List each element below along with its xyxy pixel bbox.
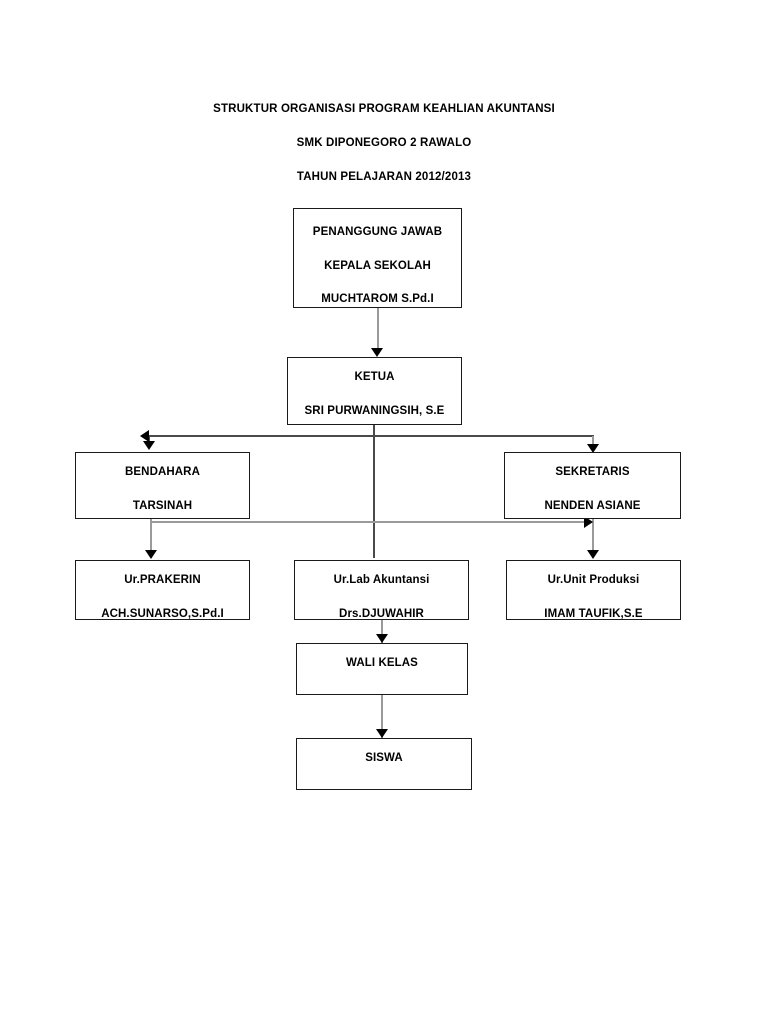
connector-ketua-to-urlab: [373, 435, 375, 558]
node-siswa-role: SISWA: [365, 752, 403, 764]
school-name: SMK DIPONEGORO 2 RAWALO: [296, 137, 472, 149]
node-penanggung-jawab-name: MUCHTAROM S.Pd.I: [321, 293, 434, 305]
connector-penanggungjawab-ketua: [377, 308, 379, 352]
node-bendahara-name: TARSINAH: [132, 499, 193, 512]
academic-year: TAHUN PELAJARAN 2012/2013: [296, 171, 472, 183]
node-ur-prakerin[interactable]: Ur.PRAKERIN ACH.SUNARSO,S.Pd.I: [75, 560, 250, 620]
node-ur-unit-produksi-role: Ur.Unit Produksi: [547, 574, 640, 586]
node-ur-prakerin-role: Ur.PRAKERIN: [124, 574, 201, 586]
node-ur-lab-akuntansi-role: Ur.Lab Akuntansi: [333, 574, 430, 586]
page-title: STRUKTUR ORGANISASI PROGRAM KEAHLIAN AKU…: [213, 103, 555, 115]
arrowhead-into-siswa: [376, 729, 388, 738]
node-ketua-role: KETUA: [354, 371, 395, 383]
node-sekretaris[interactable]: SEKRETARIS NENDEN ASIANE: [504, 452, 681, 519]
arrowhead-into-ketua: [371, 348, 383, 357]
arrowhead-into-bendahara: [143, 441, 155, 450]
arrowhead-into-urprakerin: [145, 550, 157, 559]
node-penanggung-jawab-position: KEPALA SEKOLAH: [324, 259, 431, 272]
arrowhead-into-walikelas: [376, 634, 388, 643]
node-bendahara[interactable]: BENDAHARA TARSINAH: [75, 452, 250, 519]
arrowhead-into-unitproduksi: [587, 550, 599, 559]
node-ketua[interactable]: KETUA SRI PURWANINGSIH, S.E: [287, 357, 462, 425]
connector-ketua-drop: [373, 425, 375, 437]
node-ur-lab-akuntansi-name: Drs.DJUWAHIR: [339, 607, 424, 620]
node-ur-lab-akuntansi[interactable]: Ur.Lab Akuntansi Drs.DJUWAHIR: [294, 560, 469, 620]
arrowhead-into-sekretaris: [587, 444, 599, 453]
node-penanggung-jawab[interactable]: PENANGGUNG JAWAB KEPALA SEKOLAH MUCHTARO…: [293, 208, 462, 308]
node-ketua-name: SRI PURWANINGSIH, S.E: [304, 404, 445, 417]
node-ur-prakerin-name: ACH.SUNARSO,S.Pd.I: [101, 607, 224, 620]
connector-walikelas-siswa: [381, 695, 383, 739]
bus-bendahara-horizontal: [150, 521, 590, 523]
node-penanggung-jawab-role: PENANGGUNG JAWAB: [312, 226, 443, 238]
connector-bus-to-bendahara: [148, 435, 150, 445]
connector-sekretaris-to-unitproduksi: [592, 519, 594, 557]
connector-bus-to-sekretaris: [592, 436, 594, 448]
node-ur-unit-produksi-name: IMAM TAUFIK,S.E: [544, 607, 643, 620]
node-ur-unit-produksi[interactable]: Ur.Unit Produksi IMAM TAUFIK,S.E: [506, 560, 681, 620]
node-wali-kelas[interactable]: WALI KELAS: [296, 643, 468, 695]
arrowhead-into-sekretaris-side: [584, 516, 593, 528]
connector-urlab-walikelas: [381, 620, 383, 644]
arrowhead-bus-left-end: [140, 430, 149, 442]
connector-bendahara-drop: [150, 519, 152, 557]
chart-title-block: STRUKTUR ORGANISASI PROGRAM KEAHLIAN AKU…: [0, 92, 768, 194]
node-sekretaris-role: SEKRETARIS: [555, 466, 630, 478]
node-sekretaris-name: NENDEN ASIANE: [544, 499, 641, 512]
bus-ketua-horizontal: [148, 435, 594, 437]
node-siswa[interactable]: SISWA: [296, 738, 472, 790]
node-wali-kelas-role: WALI KELAS: [346, 657, 418, 669]
node-bendahara-role: BENDAHARA: [124, 466, 200, 478]
